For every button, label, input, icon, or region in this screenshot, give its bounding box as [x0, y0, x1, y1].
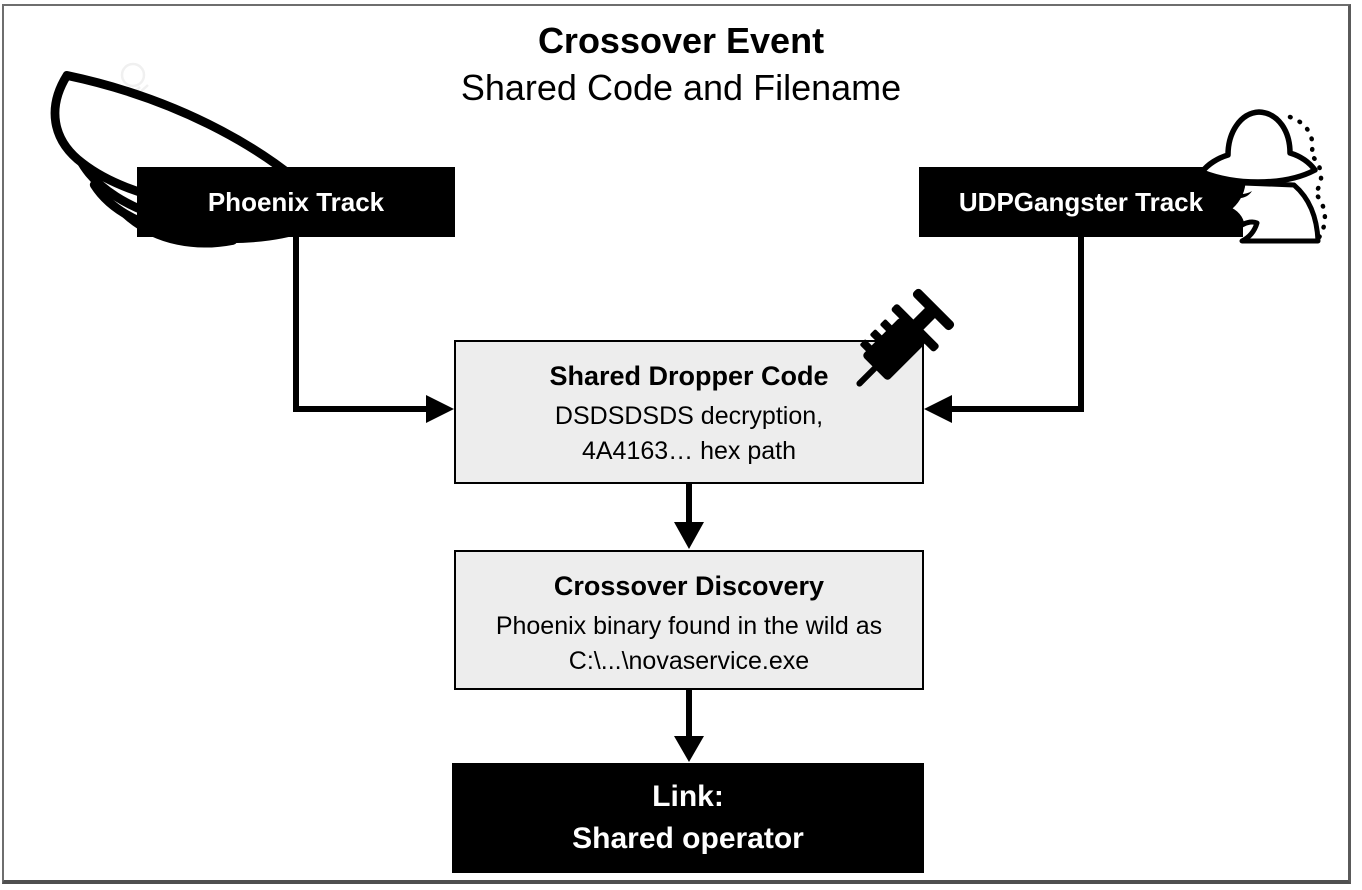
phoenix-track-label: Phoenix Track	[207, 186, 385, 217]
link-line1: Link:	[652, 780, 724, 813]
syringe-icon	[856, 288, 955, 387]
spy-fedora-hat	[1199, 109, 1318, 185]
diagram-title: Crossover Event	[537, 20, 825, 61]
crossover-discovery-line2: C:\...\novaservice.exe	[568, 647, 810, 675]
shared-dropper-code-node: Shared Dropper Code DSDSDSDS decryption,…	[454, 340, 924, 484]
diagram-subtitle: Shared Code and Filename	[460, 67, 902, 108]
crossover-discovery-node: Crossover Discovery Phoenix binary found…	[454, 550, 924, 690]
spy-smirk	[1224, 187, 1252, 199]
title-block: Crossover Event Shared Code and Filename	[0, 18, 1362, 112]
shared-dropper-code-title: Shared Dropper Code	[549, 361, 829, 391]
phoenix-track-node: Phoenix Track	[137, 167, 455, 237]
shared-dropper-code-line2: 4A4163… hex path	[581, 437, 797, 465]
spy-face	[1225, 180, 1321, 244]
crossover-discovery-title: Crossover Discovery	[553, 571, 825, 601]
arrow-udp-to-dropper	[950, 237, 1084, 412]
arrow-shafts	[293, 237, 1084, 737]
udpgangster-track-label: UDPGangster Track	[958, 186, 1204, 217]
link-line2: Shared operator	[572, 822, 804, 855]
link-node: Link: Shared operator	[452, 763, 924, 873]
crossover-discovery-line1: Phoenix binary found in the wild as	[495, 612, 883, 640]
spy-shadow-dotted-outline	[1287, 114, 1328, 242]
udpgangster-track-node: UDPGangster Track	[919, 167, 1243, 237]
arrow-phoenix-to-dropper	[293, 237, 428, 412]
arrow-heads	[426, 395, 952, 762]
spy-icon	[1199, 109, 1328, 244]
shared-dropper-code-line1: DSDSDSDS decryption,	[554, 402, 824, 430]
